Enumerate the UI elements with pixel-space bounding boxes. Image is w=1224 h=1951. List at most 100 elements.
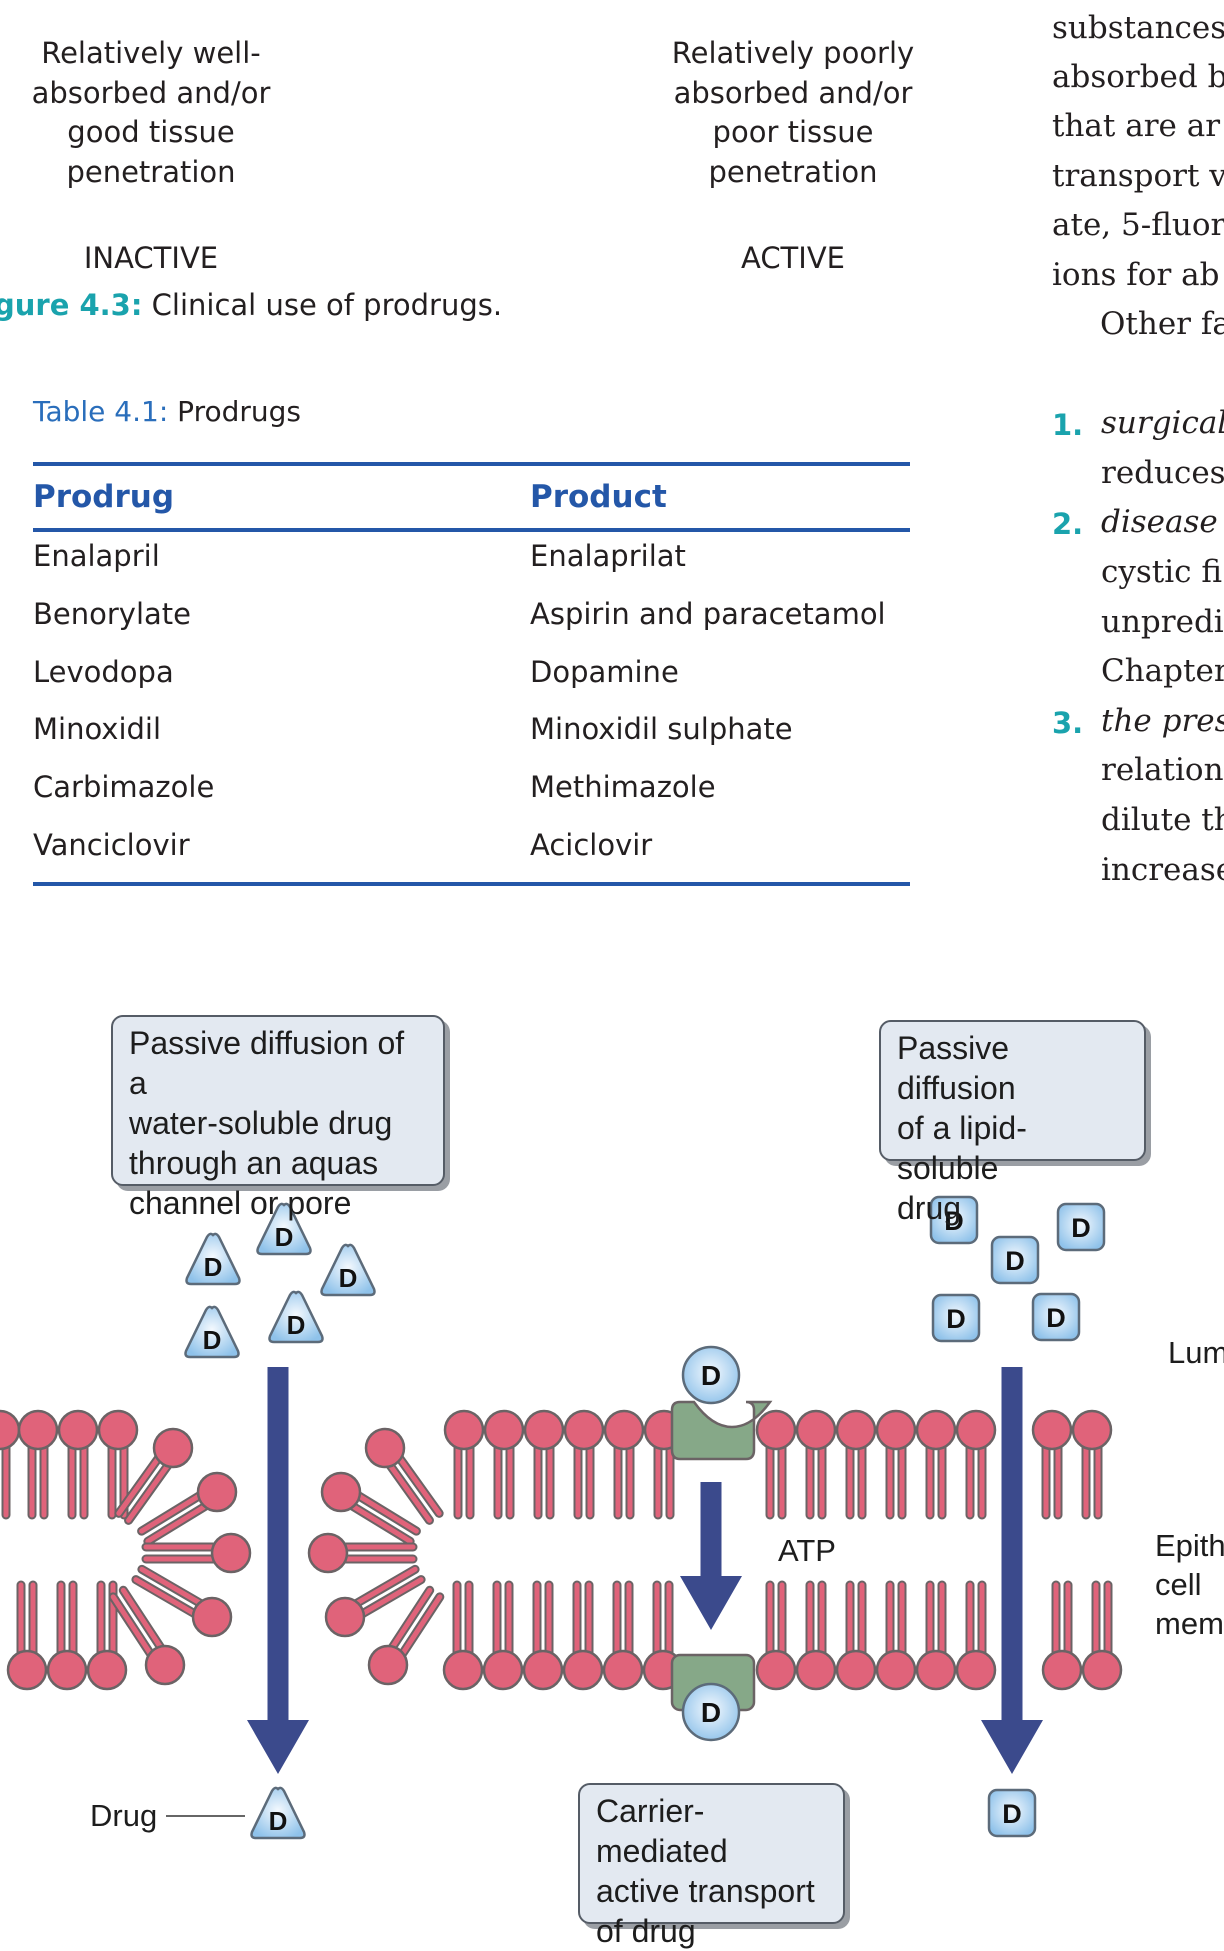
drug-triangle-icon: D [320,1243,376,1297]
prodrug-cell: Vanciclovir [33,828,190,862]
phospholipid [141,1532,252,1574]
lipid-head [196,1471,238,1513]
drug-symbol: D [1046,1303,1066,1333]
lipid-head [6,1649,48,1691]
phospholipid [875,1580,917,1691]
drug-shape [1031,1292,1081,1342]
lipid-head [86,1649,128,1691]
body-line: ions for ab [1052,257,1220,293]
phospholipid [955,1409,997,1520]
body-line: Other fa [1100,306,1224,342]
phospholipid [795,1580,837,1691]
list-line: surgical [1101,405,1224,441]
drug-shape [931,1293,981,1343]
poorly-absorbed-label: Relatively poorly absorbed and/or poor t… [642,34,944,192]
lipid-head [307,1532,349,1574]
callout-line: Carrier-mediated [596,1793,728,1869]
list-number: 3. [1052,706,1084,740]
lipid-head [955,1409,997,1451]
drug-symbol: D [944,1206,964,1236]
lipid-head [835,1409,877,1451]
label-line: absorbed and/or [31,75,271,110]
phospholipid [835,1580,877,1691]
phospholipid [915,1409,957,1520]
list-line: increase [1101,852,1224,888]
drug-circle-icon: D [681,1345,741,1405]
drug-symbol: D [1005,1246,1025,1276]
phospholipid [603,1409,645,1520]
drug-shape [681,1345,741,1405]
phospholipid [137,1471,238,1546]
phospholipid [320,1471,421,1546]
list-line: unpredi [1101,604,1224,640]
drug-triangle-icon: D [185,1232,241,1286]
table-number: Table 4.1: [33,395,169,428]
lipid-head [1041,1649,1083,1691]
lipid-head [0,1409,21,1451]
list-line: Chapter [1101,653,1224,689]
product-cell: Minoxidil sulphate [530,712,793,746]
prodrug-cell: Carbimazole [33,770,215,804]
phospholipid [443,1409,485,1520]
drug-triangle-icon: D [256,1202,312,1256]
lipid-head [1081,1649,1123,1691]
drug-shape [1056,1202,1106,1252]
drug-square-icon: D [1031,1292,1081,1342]
phospholipid [795,1409,837,1520]
drug-square-icon: D [1056,1202,1106,1252]
list-line: the prese [1101,703,1224,739]
callout-line: Passive diffusion of a [129,1025,405,1101]
phospholipid [835,1409,877,1520]
drug-shape [185,1232,241,1286]
drug-symbol: D [701,1360,721,1391]
drug-square-icon: D [990,1235,1040,1285]
callout-water-soluble-diffusion: Passive diffusion of a water-soluble dru… [111,1015,445,1221]
lipid-head [755,1409,797,1451]
label-line: penetration [708,154,878,189]
product-cell: Aspirin and paracetamol [530,597,886,631]
drug-shape [250,1786,306,1840]
phospholipid [17,1409,59,1520]
lipid-head [1071,1409,1113,1451]
table-title-text: Prodrugs [168,395,301,428]
lipid-head [483,1409,525,1451]
membrane-label-line: cell [1155,1567,1202,1602]
lipid-head [1031,1409,1073,1451]
drug-shape [256,1202,312,1256]
drug-symbol: D [701,1697,721,1728]
list-line: reduces [1101,455,1224,491]
phospholipid [1081,1580,1123,1691]
lipid-head [835,1649,877,1691]
list-line: relation [1101,752,1224,788]
membrane-label-line: mem [1155,1606,1224,1641]
lipid-head [97,1409,139,1451]
product-cell: Dopamine [530,655,679,689]
lipid-head [522,1649,564,1691]
drug-shape [987,1788,1037,1838]
phospholipid [114,1427,194,1525]
drug-triangle-icon: D [184,1305,240,1359]
atp-label: ATP [778,1533,836,1568]
body-line: that are ar [1052,108,1221,144]
callout-line: of drug [596,1913,696,1949]
figure-number: gure 4.3: [0,288,143,322]
lipid-head [57,1409,99,1451]
drug-circle-icon: D [681,1682,741,1742]
lipid-head [367,1644,409,1686]
callout-line: active transport [596,1873,815,1909]
drug-symbol: D [946,1304,966,1334]
list-number: 2. [1052,507,1084,541]
well-absorbed-label: Relatively well- absorbed and/or good ti… [0,34,302,192]
drug-shape [681,1682,741,1742]
drug-shape [184,1305,240,1359]
drug-symbol: D [203,1325,222,1355]
drug-shape [320,1243,376,1297]
callout-line: water-soluble drug [129,1105,393,1141]
lipid-head [875,1649,917,1691]
lipid-head [364,1427,406,1469]
prodrug-cell: Benorylate [33,597,191,631]
arrow-lipid-diffusion [981,1367,1043,1774]
phospholipid [0,1409,21,1520]
body-line: substances [1052,10,1224,46]
